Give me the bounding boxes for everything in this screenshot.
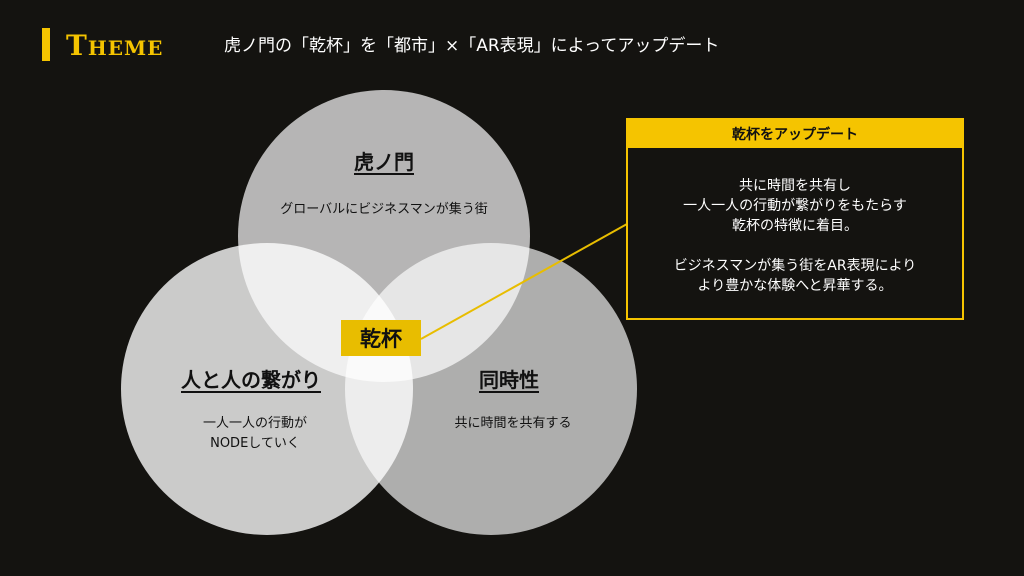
venn-right-title: 同時性 <box>479 368 539 392</box>
venn-circle-left <box>121 243 413 535</box>
callout-line: 一人一人の行動が繋がりをもたらす <box>683 198 907 214</box>
slide-subtitle: 虎ノ門の「乾杯」を「都市」×「AR表現」によってアップデート <box>224 36 720 56</box>
callout-line: より豊かな体験へと昇華する。 <box>697 278 893 294</box>
venn-left-desc-line: 一人一人の行動が <box>202 416 308 431</box>
callout-body: 共に時間を共有し 一人一人の行動が繋がりをもたらす 乾杯の特徴に着目。 ビジネス… <box>628 148 962 296</box>
venn-top-title: 虎ノ門 <box>354 150 414 174</box>
venn-top-desc: グローバルにビジネスマンが集う街 <box>280 202 488 217</box>
callout-title: 乾杯をアップデート <box>628 120 962 148</box>
section-label: Theme <box>66 29 164 62</box>
callout-line: ビジネスマンが集う街をAR表現により <box>673 258 917 274</box>
center-badge: 乾杯 <box>341 320 421 356</box>
venn-circle-right <box>345 243 637 535</box>
venn-left-desc-line: NODEしていく <box>210 436 300 451</box>
callout-line: 共に時間を共有し <box>739 178 851 194</box>
venn-left-desc: 一人一人の行動が NODEしていく <box>203 414 307 454</box>
callout-box: 乾杯をアップデート 共に時間を共有し 一人一人の行動が繋がりをもたらす 乾杯の特… <box>626 118 964 320</box>
venn-right-desc: 共に時間を共有する <box>454 416 572 431</box>
connector-line <box>420 223 628 340</box>
callout-line: 乾杯の特徴に着目。 <box>732 218 858 234</box>
accent-bar <box>42 28 50 61</box>
venn-left-title: 人と人の繋がり <box>181 368 321 392</box>
